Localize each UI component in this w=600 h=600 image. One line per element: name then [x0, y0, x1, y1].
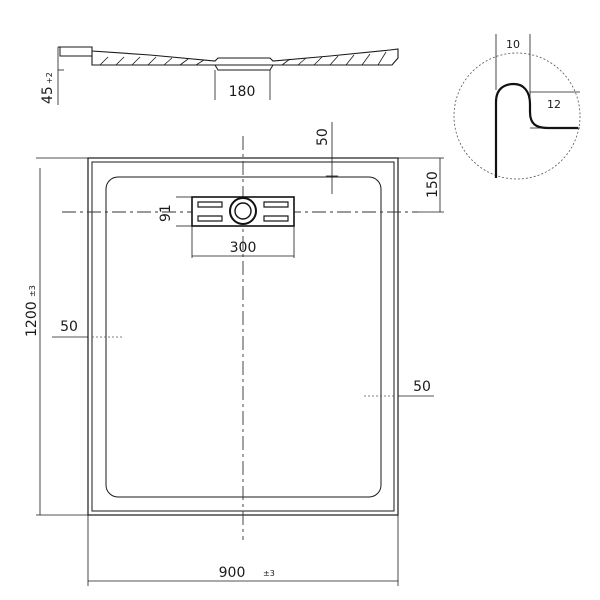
outlet-width-label: 91 [158, 204, 174, 222]
length-tolerance: ±3 [28, 285, 37, 297]
length-label: 1200 [24, 301, 40, 337]
drain-hole-outer [229, 197, 257, 225]
detail-rim-profile [494, 82, 578, 178]
plan-view: 91 300 50 150 50 50 1200 [24, 122, 444, 586]
rim-height-label: 50 [315, 128, 331, 146]
profile-hatch [99, 51, 387, 66]
profile-outline [58, 46, 399, 66]
edge-left-label: 50 [60, 319, 78, 335]
detail-circle [453, 52, 581, 180]
profile-rim [59, 46, 93, 57]
depth-label: 45 [40, 86, 56, 104]
detail-top-label: 10 [506, 38, 520, 51]
width-label: 900 [219, 565, 246, 581]
edge-detail-view: 10 12 [453, 34, 581, 180]
drain-hole-inner [234, 202, 252, 220]
drain-outlet [191, 196, 295, 227]
outlet-offset-label: 150 [425, 171, 441, 198]
outlet-spacing-label: 180 [229, 84, 256, 100]
depth-tolerance: +2 [45, 72, 54, 84]
side-profile-view: 180 45 +2 [40, 46, 399, 105]
width-tolerance: ±3 [263, 569, 275, 578]
outlet-length-label: 300 [230, 240, 257, 256]
detail-side-label: 12 [547, 98, 561, 111]
edge-right-label: 50 [413, 379, 431, 395]
profile-outlet [214, 64, 274, 71]
